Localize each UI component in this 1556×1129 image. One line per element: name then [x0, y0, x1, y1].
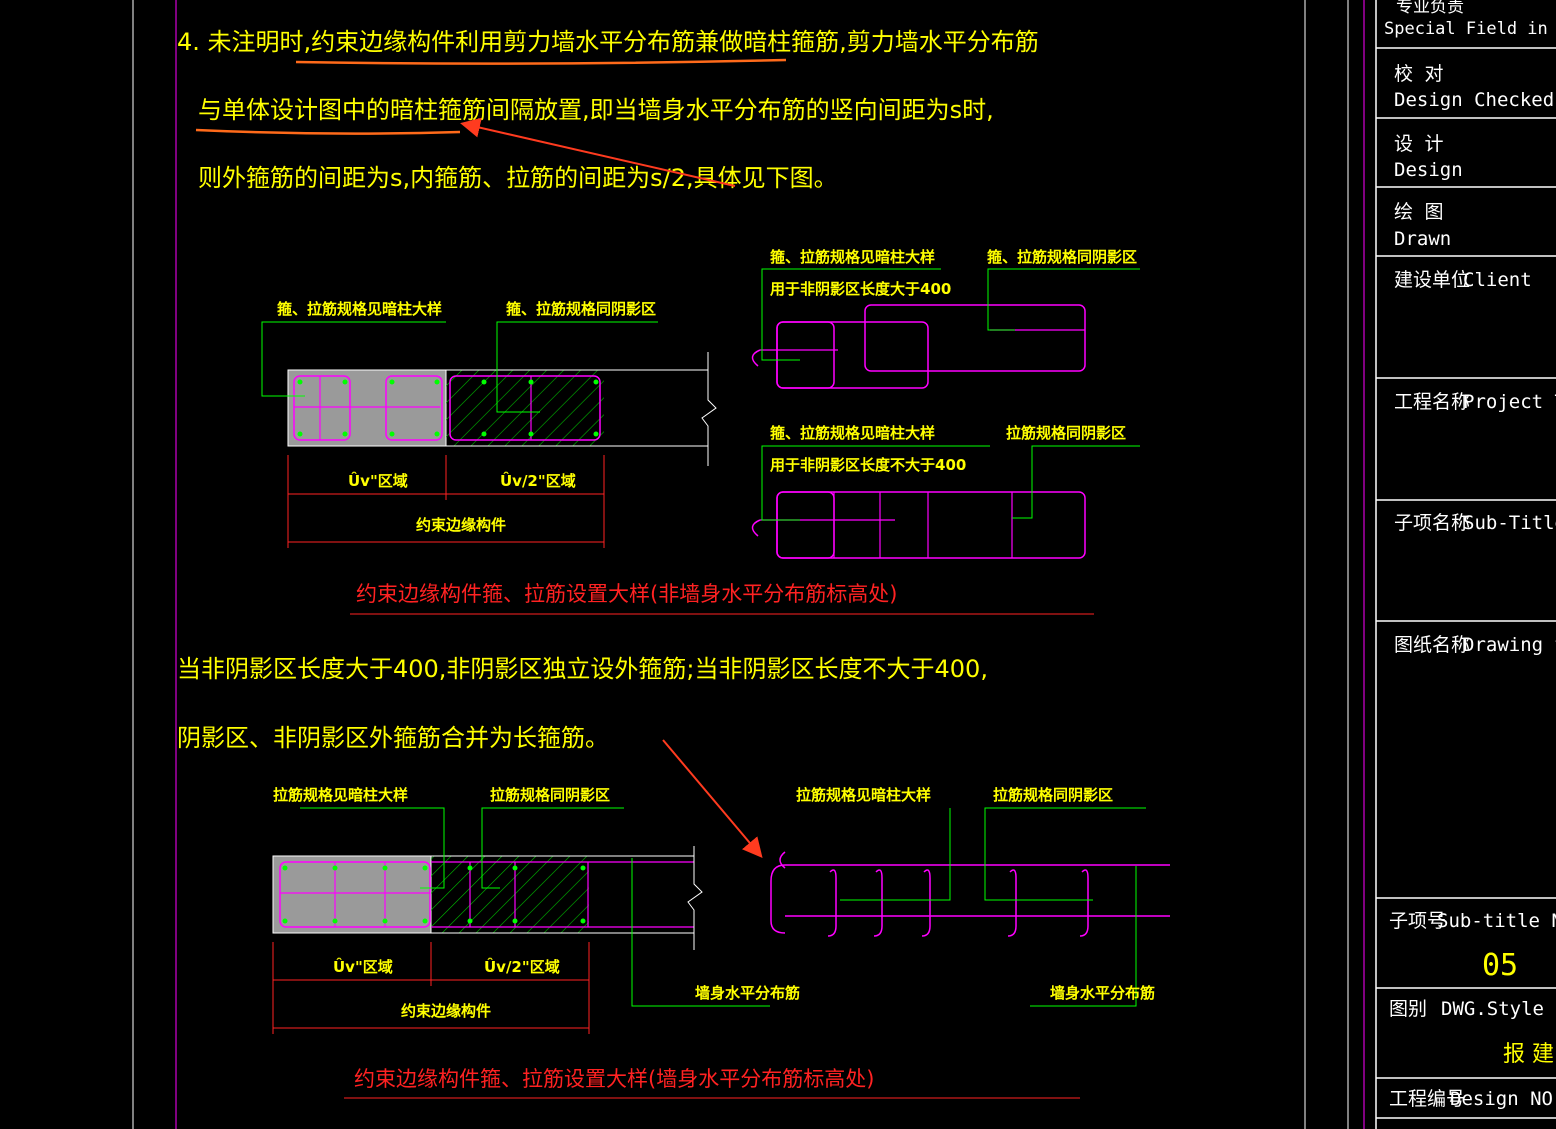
tb-client-en: Client [1463, 269, 1532, 291]
detail1-section [261, 321, 717, 548]
tb-subno-cn: 子项号 [1389, 910, 1446, 932]
d2-zone-lc2: Ûv/2"区域 [484, 957, 560, 976]
tb-special-field: 专业负责 [1396, 0, 1464, 17]
d1-rb-label-left: 箍、拉筋规格见暗柱大样 [770, 424, 935, 442]
d1-rt-label-right: 箍、拉筋规格同阴影区 [987, 248, 1137, 266]
tb-subno-en: Sub-title NO. [1437, 910, 1556, 932]
tb-drawing-cn: 图纸名称 [1394, 634, 1470, 656]
tb-subtitle-en: Sub-Title [1463, 512, 1556, 534]
tb-style-en: DWG.Style [1441, 998, 1544, 1020]
annotation-arrow-2 [662, 739, 763, 859]
d1-zone-lc2: Ûv/2"区域 [500, 471, 576, 490]
d1-label-left: 箍、拉筋规格见暗柱大样 [277, 300, 442, 318]
d2-zone-lc: Ûv"区域 [333, 957, 393, 976]
d1-rt-note: 用于非阴影区长度大于400 [770, 280, 951, 298]
mid-note-line-1: 当非阴影区长度大于400,非阴影区独立设外箍筋;当非阴影区长度不大于400, [177, 655, 988, 683]
d1-rb-label-right: 拉筋规格同阴影区 [1006, 424, 1126, 442]
note-line-1: 4. 未注明时,约束边缘构件利用剪力墙水平分布筋兼做暗柱箍筋,剪力墙水平分布筋 [177, 28, 1039, 56]
tb-design-cn: 设 计 [1394, 133, 1443, 155]
d1-rb-note: 用于非阴影区长度不大于400 [770, 456, 966, 474]
d1-member: 约束边缘构件 [416, 516, 506, 534]
tb-drawn-en: Drawn [1394, 228, 1451, 250]
tb-style-cn: 图别 [1389, 998, 1427, 1020]
title-block-grid [1376, 47, 1556, 1119]
tb-drawing-en: Drawing title [1463, 634, 1556, 656]
tb-checked-en: Design Checked [1394, 89, 1554, 111]
tb-client-cn: 建设单位 [1394, 269, 1470, 291]
d1-label-right: 箍、拉筋规格同阴影区 [506, 300, 656, 318]
tb-style-val: 报 建 [1503, 1042, 1554, 1067]
d1-caption: 约束边缘构件箍、拉筋设置大样(非墙身水平分布筋标高处) [356, 582, 897, 606]
d2-label-right: 拉筋规格同阴影区 [490, 786, 610, 804]
annotation-underline-2 [195, 128, 461, 135]
d2-r-label-right: 拉筋规格同阴影区 [993, 786, 1113, 804]
tb-checked-cn: 校 对 [1394, 63, 1443, 85]
annotation-underline-1 [295, 58, 787, 65]
tb-special-field-en: Special Field in Charge [1384, 19, 1556, 39]
d1-rt-label-left: 箍、拉筋规格见暗柱大样 [770, 248, 935, 266]
tb-drawn-cn: 绘 图 [1394, 201, 1443, 223]
d2-r-label-left: 拉筋规格见暗柱大样 [796, 786, 931, 804]
tb-design-en: Design [1394, 159, 1463, 181]
d2-label-left: 拉筋规格见暗柱大样 [273, 786, 408, 804]
note-line-2: 与单体设计图中的暗柱箍筋间隔放置,即当墙身水平分布筋的竖向间距为s时, [198, 96, 994, 124]
detail1-right-bottom [751, 445, 1140, 559]
tb-subno-val: 05 [1482, 948, 1518, 983]
detail2-section [272, 807, 770, 1034]
tb-designno-en: Design NO. [1450, 1088, 1556, 1110]
d2-r-wall-rebar: 墙身水平分布筋 [1050, 984, 1155, 1002]
tb-designno-cn: 工程编号 [1389, 1088, 1465, 1110]
tb-project-cn: 工程名称 [1394, 391, 1470, 413]
tb-project-en: Project Title [1463, 391, 1556, 413]
tb-subtitle-cn: 子项名称 [1394, 512, 1470, 534]
d1-zone-lc: Ûv"区域 [348, 471, 408, 490]
d2-member: 约束边缘构件 [401, 1002, 491, 1020]
annotation-arrow-1 [460, 117, 736, 187]
d2-caption: 约束边缘构件箍、拉筋设置大样(墙身水平分布筋标高处) [354, 1067, 874, 1091]
detail1-right-top [751, 268, 1140, 389]
detail2-right [770, 807, 1170, 1007]
mid-note-line-2: 阴影区、非阴影区外箍筋合并为长箍筋。 [177, 724, 609, 752]
note-line-3: 则外箍筋的间距为s,内箍筋、拉筋的间距为s/2,具体见下图。 [198, 164, 838, 192]
d2-wall-rebar: 墙身水平分布筋 [695, 984, 800, 1002]
